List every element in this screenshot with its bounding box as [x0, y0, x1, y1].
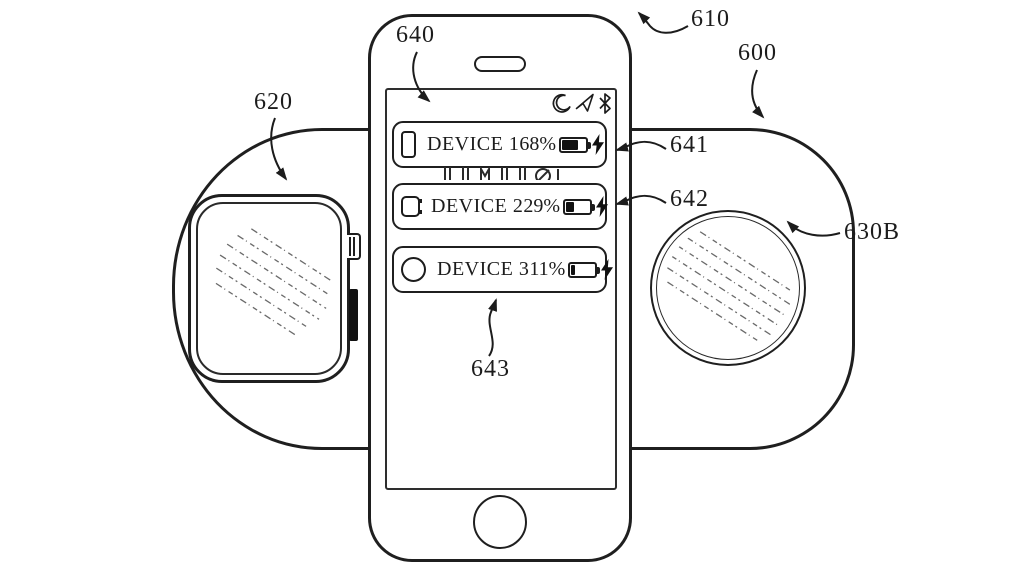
device-row: DEVICE 1 68%	[392, 121, 607, 168]
watch-crown-icon	[347, 233, 361, 260]
device-row: DEVICE 2 29%	[392, 183, 608, 230]
device-name: DEVICE 1	[427, 133, 520, 155]
battery-percent: 11%	[529, 258, 566, 280]
leader-610	[637, 11, 689, 34]
bluetooth-icon	[599, 92, 611, 114]
label-643: 643	[471, 356, 510, 382]
background-artifact	[444, 167, 559, 180]
battery-icon	[559, 136, 591, 153]
watch-side-button	[349, 289, 358, 341]
label-620: 620	[254, 89, 293, 115]
label-641: 641	[670, 132, 709, 158]
battery-icon	[568, 261, 601, 278]
phone-speaker	[474, 56, 526, 72]
round-device-hatching	[666, 231, 792, 342]
moon-icon	[552, 93, 571, 113]
watch-icon	[401, 196, 422, 217]
label-630B: 630B	[844, 219, 901, 245]
device-name: DEVICE 2	[431, 195, 524, 217]
lightning-icon	[592, 134, 604, 155]
device-name: DEVICE 3	[437, 258, 530, 280]
device-row: DEVICE 3 11%	[392, 246, 614, 293]
battery-percent: 29%	[523, 195, 560, 217]
label-610: 610	[691, 6, 730, 32]
lightning-icon	[601, 259, 614, 280]
watch-hatching	[215, 228, 333, 336]
home-button	[473, 495, 527, 549]
status-bar	[544, 90, 612, 116]
battery-percent: 68%	[519, 133, 556, 155]
watch-screen	[196, 202, 342, 375]
battery-icon	[563, 198, 595, 215]
round-device-inner-ring	[656, 216, 800, 360]
round-device-icon	[401, 257, 426, 282]
location-icon	[575, 93, 594, 112]
label-642: 642	[670, 186, 709, 212]
lightning-icon	[596, 196, 608, 217]
leader-600	[751, 69, 765, 119]
phone-icon	[401, 131, 416, 158]
label-600: 600	[738, 40, 777, 66]
label-640: 640	[396, 22, 435, 48]
